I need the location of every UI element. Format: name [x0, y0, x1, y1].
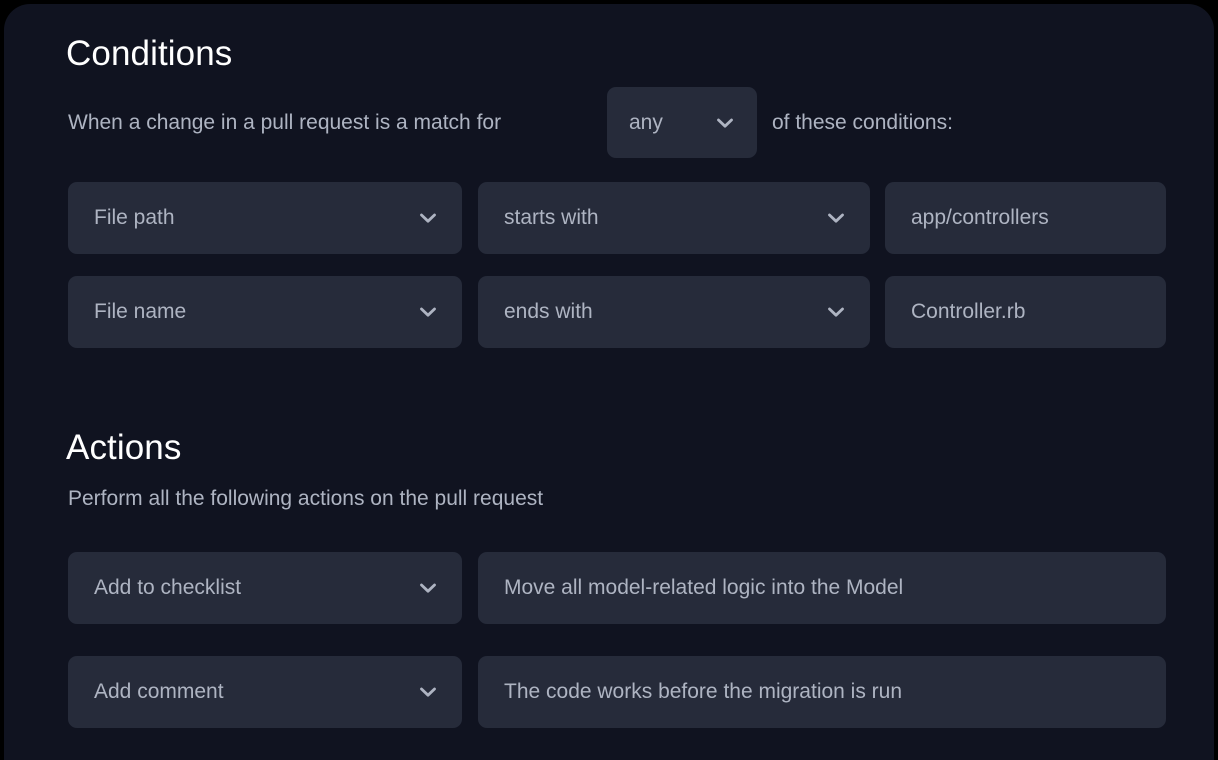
- rule-editor-card: Conditions When a change in a pull reque…: [4, 4, 1214, 760]
- action-type-value-1: Add to checklist: [94, 576, 242, 599]
- chevron-down-icon[interactable]: [713, 111, 737, 135]
- chevron-down-icon[interactable]: [416, 206, 440, 230]
- action-value-input-1[interactable]: Move all model-related logic into the Mo…: [478, 552, 1166, 624]
- action-type-select-2[interactable]: Add comment: [68, 656, 462, 728]
- action-value-input-2[interactable]: The code works before the migration is r…: [478, 656, 1166, 728]
- conditions-heading: Conditions: [66, 34, 233, 73]
- match-mode-value: any: [629, 110, 663, 134]
- condition-operator-value-1: starts with: [504, 206, 599, 229]
- condition-value-text-2: Controller.rb: [911, 300, 1026, 323]
- condition-operator-select-1[interactable]: starts with: [478, 182, 870, 254]
- action-value-text-1: Move all model-related logic into the Mo…: [504, 576, 904, 599]
- condition-operator-select-2[interactable]: ends with: [478, 276, 870, 348]
- condition-value-input-1[interactable]: app/controllers: [885, 182, 1166, 254]
- condition-value-text-1: app/controllers: [911, 206, 1049, 229]
- condition-subject-value-1: File path: [94, 206, 175, 229]
- conditions-description: When a change in a pull request is a mat…: [68, 112, 501, 133]
- action-type-select-1[interactable]: Add to checklist: [68, 552, 462, 624]
- conditions-description-after-wrapper: of these conditions:: [772, 112, 953, 133]
- conditions-description-after: of these conditions:: [772, 111, 953, 134]
- chevron-down-icon[interactable]: [416, 300, 440, 324]
- chevron-down-icon[interactable]: [824, 300, 848, 324]
- condition-subject-select-2[interactable]: File name: [68, 276, 462, 348]
- chevron-down-icon[interactable]: [416, 680, 440, 704]
- action-value-text-2: The code works before the migration is r…: [504, 680, 903, 703]
- condition-value-input-2[interactable]: Controller.rb: [885, 276, 1166, 348]
- condition-operator-value-2: ends with: [504, 300, 593, 323]
- condition-subject-value-2: File name: [94, 300, 187, 323]
- actions-heading: Actions: [66, 428, 182, 467]
- match-mode-select[interactable]: any: [607, 87, 757, 158]
- chevron-down-icon[interactable]: [824, 206, 848, 230]
- actions-description: Perform all the following actions on the…: [68, 487, 544, 510]
- chevron-down-icon[interactable]: [416, 576, 440, 600]
- condition-subject-select-1[interactable]: File path: [68, 182, 462, 254]
- action-type-value-2: Add comment: [94, 680, 224, 703]
- conditions-description-before: When a change in a pull request is a mat…: [68, 111, 502, 134]
